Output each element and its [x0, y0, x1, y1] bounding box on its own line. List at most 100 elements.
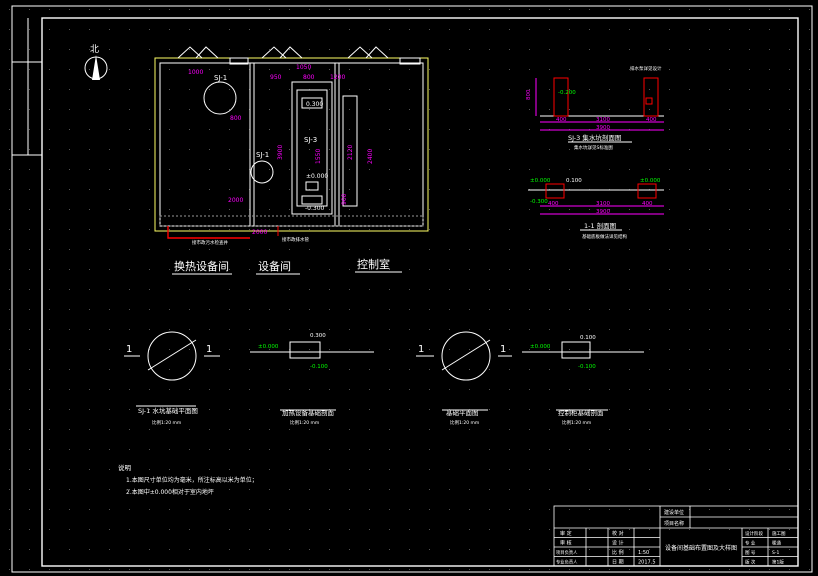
detail-3-mark-right: 1: [500, 344, 506, 355]
dim-950: 950: [270, 74, 282, 81]
dim-900: 900: [341, 193, 348, 205]
tb-r0c2: 校 对: [612, 530, 624, 537]
tb-rr0c0: 设计阶段: [745, 530, 763, 537]
detail-2-scale: 比例1:20 mm: [290, 419, 319, 426]
sj3-w3: 400: [646, 117, 657, 123]
sj3-sub: 集水坑详见S标准图: [574, 144, 613, 151]
pit-label-sj1-mid: SJ-1: [256, 151, 269, 159]
elev-0: ±0.000: [306, 173, 328, 180]
s11-l2: -0.300: [530, 199, 548, 205]
detail-1-title: SJ-1 水坑基础平面图: [138, 406, 198, 415]
dim-1200: 1200: [330, 74, 345, 81]
drawing-frame: [11, 5, 813, 573]
detail-4-label-left: ±0.000: [530, 344, 551, 350]
title-block: [553, 505, 799, 567]
detail-2-label-bottom: -0.100: [310, 364, 328, 370]
detail-1-mark-right: 1: [206, 344, 212, 355]
detail-4-label-top: 0.100: [580, 335, 596, 341]
s11-l1: ±0.000: [530, 178, 551, 184]
pit-label-sj1-top: SJ-1: [214, 74, 227, 82]
elev-0300: 0.300: [306, 101, 323, 108]
sj3-total: 3900: [596, 125, 610, 131]
notes: 说明 1.本图尺寸单位均为毫米，所注标高以米为单位； 2.本图中±0.000相对…: [118, 463, 258, 496]
detail-4-title: 控制柜基础剖面: [558, 408, 604, 417]
tb-project-value: 项目名称: [664, 520, 684, 527]
tb-r1c0: 审 核: [560, 540, 572, 547]
sj3-w2: 3100: [596, 117, 610, 123]
s11-w3: 400: [642, 201, 653, 207]
tb-r2c3: 1:50: [638, 550, 649, 556]
s11-sub: 基础底板做法详见结构: [582, 233, 627, 240]
tb-project-label: 建设单位: [664, 509, 684, 516]
detail-4-scale: 比例1:20 mm: [562, 419, 591, 426]
north-label: 北: [90, 44, 99, 55]
section-1-1-labels: ±0.000 -0.300 ±0.000 0.100 400 3100 400 …: [530, 178, 661, 240]
tb-r1c2: 设 计: [612, 540, 624, 547]
room-heat-exchange: 换热设备间: [174, 259, 229, 273]
north-arrow-icon: 北: [84, 44, 108, 80]
pipe-label: 接市政污水检查井: [192, 239, 228, 246]
detail-2-title: 加热设备基础剖面: [282, 408, 335, 417]
s11-l3: ±0.000: [640, 178, 661, 184]
room-name-underlines: [172, 271, 402, 275]
detail-4: [522, 341, 644, 411]
sj3-height: 800: [526, 89, 532, 100]
plan-dimensions: SJ-1 SJ-1 SJ-3 800 800 1000 950 2000 155…: [188, 64, 374, 246]
tb-r3c2: 日 期: [612, 560, 624, 566]
notes-line-1: 1.本图尺寸单位均为毫米，所注标高以米为单位；: [126, 476, 258, 484]
tb-rr1c0: 专 业: [745, 540, 756, 547]
detail-3: [416, 331, 512, 411]
s11-title: 1-1 剖面图: [584, 221, 616, 230]
detail-3-mark-left: 1: [418, 344, 424, 355]
dim-800b: 800: [230, 115, 242, 122]
dim-800a: 800: [303, 74, 315, 81]
sj3-title: SJ-3 集水坑剖面图: [568, 133, 621, 142]
pit-sj1-top: [203, 81, 237, 115]
pit-sj1-mid: [250, 160, 274, 184]
s11-w2: 3100: [596, 201, 610, 207]
detail-1-mark-left: 1: [126, 344, 132, 355]
sj3-section: [535, 77, 664, 143]
detail-1: [124, 331, 220, 407]
sj3-top-right: 排水泵详见设计: [630, 65, 662, 72]
room-names: 换热设备间 设备间 控制室: [174, 257, 390, 273]
notes-heading: 说明: [118, 463, 132, 472]
dim-1050: 1050: [296, 64, 311, 71]
tb-r2c2: 比 例: [612, 549, 624, 556]
sj3-w1: 400: [556, 117, 567, 123]
tb-rr2c1: S-1: [772, 550, 779, 556]
tb-r3c3: 2017.5: [638, 560, 656, 566]
tb-r2c0: 项目负责人: [556, 549, 578, 556]
s11-w1: 400: [548, 201, 559, 207]
s11-total: 3900: [596, 209, 610, 215]
detail-2-label-top: 0.300: [310, 333, 326, 339]
tb-rr3c1: 第1版: [772, 559, 784, 566]
notes-line-2: 2.本图中±0.000相对于室内地坪: [126, 488, 214, 496]
elev-m0300: -0.300: [305, 205, 325, 212]
dim-1000: 1000: [188, 69, 203, 76]
tb-r0c0: 审 定: [560, 530, 572, 537]
dim-2400: 2400: [367, 149, 374, 164]
sj3-top-left: -0.200: [558, 90, 576, 96]
section-1-1: [528, 183, 664, 231]
room-control: 控制室: [357, 257, 390, 271]
detail-3-scale: 比例1:20 mm: [450, 419, 479, 426]
detail-3-title: 基础平面图: [446, 408, 479, 417]
sj3-labels: -0.200 排水泵详见设计 400 3100 400 3900 800 SJ-…: [526, 65, 662, 151]
tb-rr1c1: 暖通: [772, 540, 781, 547]
tb-drawing-name: 设备间基础布置图及大样图: [665, 544, 737, 552]
detail-4-label-bottom: -0.100: [578, 364, 596, 370]
tb-rr2c0: 图 号: [745, 550, 756, 556]
tb-rr0c1: 施工图: [772, 530, 786, 537]
tb-r3c0: 专业负责人: [556, 559, 578, 566]
detail-2-label-left: ±0.000: [258, 344, 279, 350]
pit-label-sj3: SJ-3: [304, 136, 317, 144]
detail-1-scale: 比例1:20 mm: [152, 419, 181, 426]
room-equipment: 设备间: [258, 259, 291, 273]
floor-plan: [154, 46, 429, 239]
dim-2000: 2000: [228, 197, 243, 204]
title-block-text: 审 定 校 对 审 核 设 计 项目负责人 比 例 1:50 专业负责人 日 期…: [556, 509, 786, 566]
s11-r1: 0.100: [566, 178, 582, 184]
dim-3900: 3900: [277, 145, 284, 160]
